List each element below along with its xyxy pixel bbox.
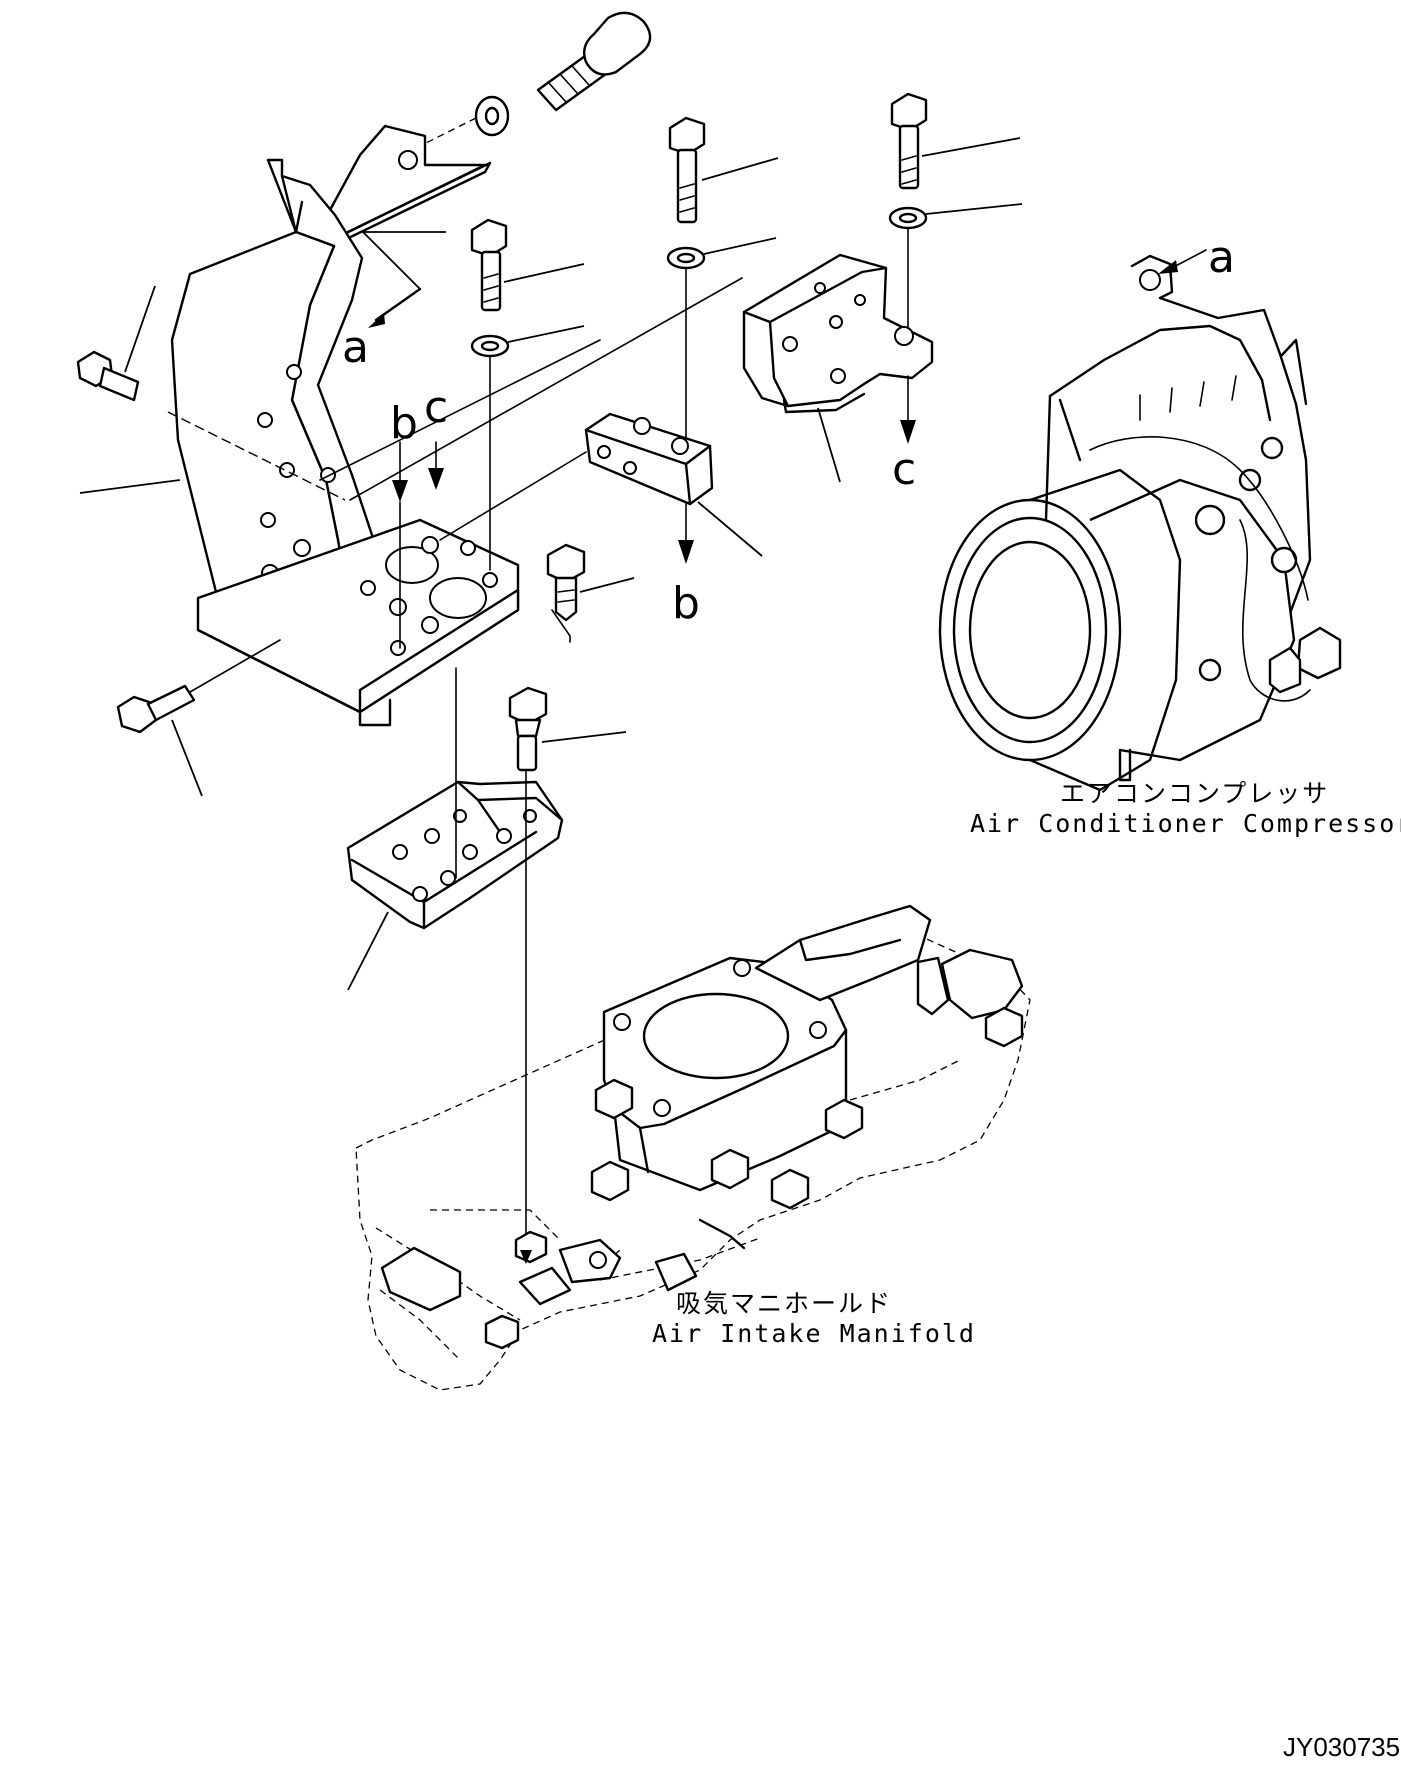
compressor-caption-en: Air Conditioner Compressor (970, 809, 1401, 838)
tab-bracket (328, 124, 492, 246)
main-bracket (170, 158, 520, 727)
washer-3 (888, 206, 928, 230)
manifold-bolt (508, 686, 548, 772)
manifold-caption-jp: 吸気マニホールド (676, 1289, 892, 1318)
flange-bolt-lower-left (116, 684, 196, 734)
top-washer (474, 95, 510, 137)
ref-c-bottom-label: c (892, 444, 916, 495)
ref-c-top-label: c (424, 382, 448, 433)
flange-bolt-middle (546, 543, 586, 622)
angle-plate (742, 253, 934, 414)
manifold-caption-en: Air Intake Manifold (652, 1319, 976, 1348)
washer-1 (470, 334, 510, 358)
air-intake-manifold (355, 904, 1031, 1391)
bolt-1 (470, 218, 508, 312)
ref-a-bracket-label: a (342, 322, 369, 373)
flange-bolt-upper-left (76, 350, 140, 402)
bolt-2 (668, 116, 706, 224)
ref-b-top-label: b (390, 398, 418, 449)
long-bolt (536, 11, 652, 112)
bolt-3 (890, 92, 928, 190)
air-conditioner-compressor (938, 254, 1342, 792)
figure-reference-code: JY030735 (1283, 1732, 1400, 1762)
ref-b-bottom-label: b (672, 578, 700, 629)
ref-a-compressor-label: a (1208, 232, 1235, 283)
washer-2 (666, 246, 706, 270)
support-plate (346, 780, 564, 930)
spacer-block (584, 412, 714, 506)
compressor-caption-jp: エアコンコンプレッサ (1060, 779, 1329, 808)
